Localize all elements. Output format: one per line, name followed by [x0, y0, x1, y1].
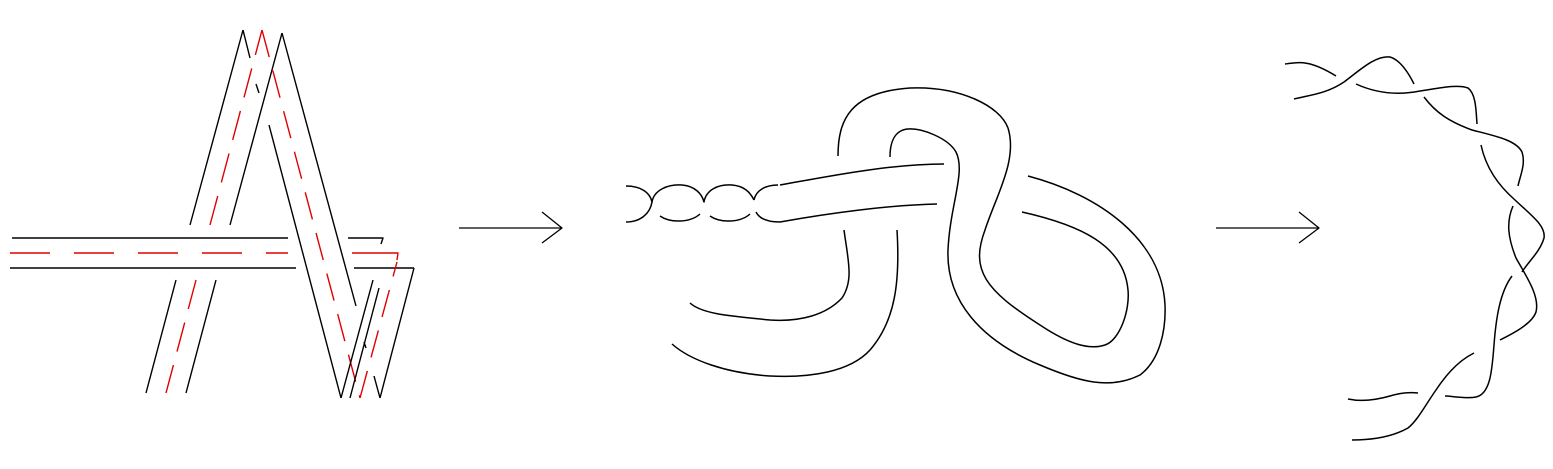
- panel-2-knot-diagram: [625, 87, 1166, 384]
- knot-inner-loop: [889, 128, 1166, 384]
- left-leg-upper: [189, 29, 283, 226]
- strand-a: [1284, 56, 1415, 100]
- left-leg-lower: [145, 279, 217, 394]
- panel-3-twisted-circle: [1284, 56, 1545, 441]
- left-leg-lower-core-dashed: [165, 279, 197, 394]
- arrow-2: [1216, 211, 1320, 244]
- return-strand: [340, 267, 415, 399]
- right-leg: [268, 32, 357, 399]
- band-bottom: [779, 203, 938, 223]
- right-leg-core-dashed: [261, 29, 361, 399]
- arrow-1: [459, 211, 563, 244]
- left-leg-core-dashed: [209, 29, 263, 226]
- knot-top-lobe: [837, 87, 1129, 348]
- horizontal-band: [10, 237, 414, 269]
- strand-f: [1444, 275, 1513, 399]
- knot-lower-strand-1: [689, 229, 850, 322]
- strand-g: [1351, 352, 1475, 441]
- tail-twist-bottom: [625, 201, 751, 223]
- tail-join: [753, 184, 781, 223]
- horizontal-core-end: [352, 252, 399, 261]
- strand-b: [1355, 83, 1478, 125]
- band-top: [779, 163, 945, 186]
- return-strand-core-dashed: [359, 261, 398, 399]
- strand-e: [1499, 205, 1538, 341]
- knot-lower-strand-2: [671, 229, 899, 378]
- panel-1-ribbon-diagram: [10, 29, 415, 399]
- tail-twist-top: [625, 184, 755, 203]
- strand-h: [1347, 391, 1419, 402]
- strand-d: [1480, 144, 1545, 273]
- strand-c: [1423, 96, 1525, 187]
